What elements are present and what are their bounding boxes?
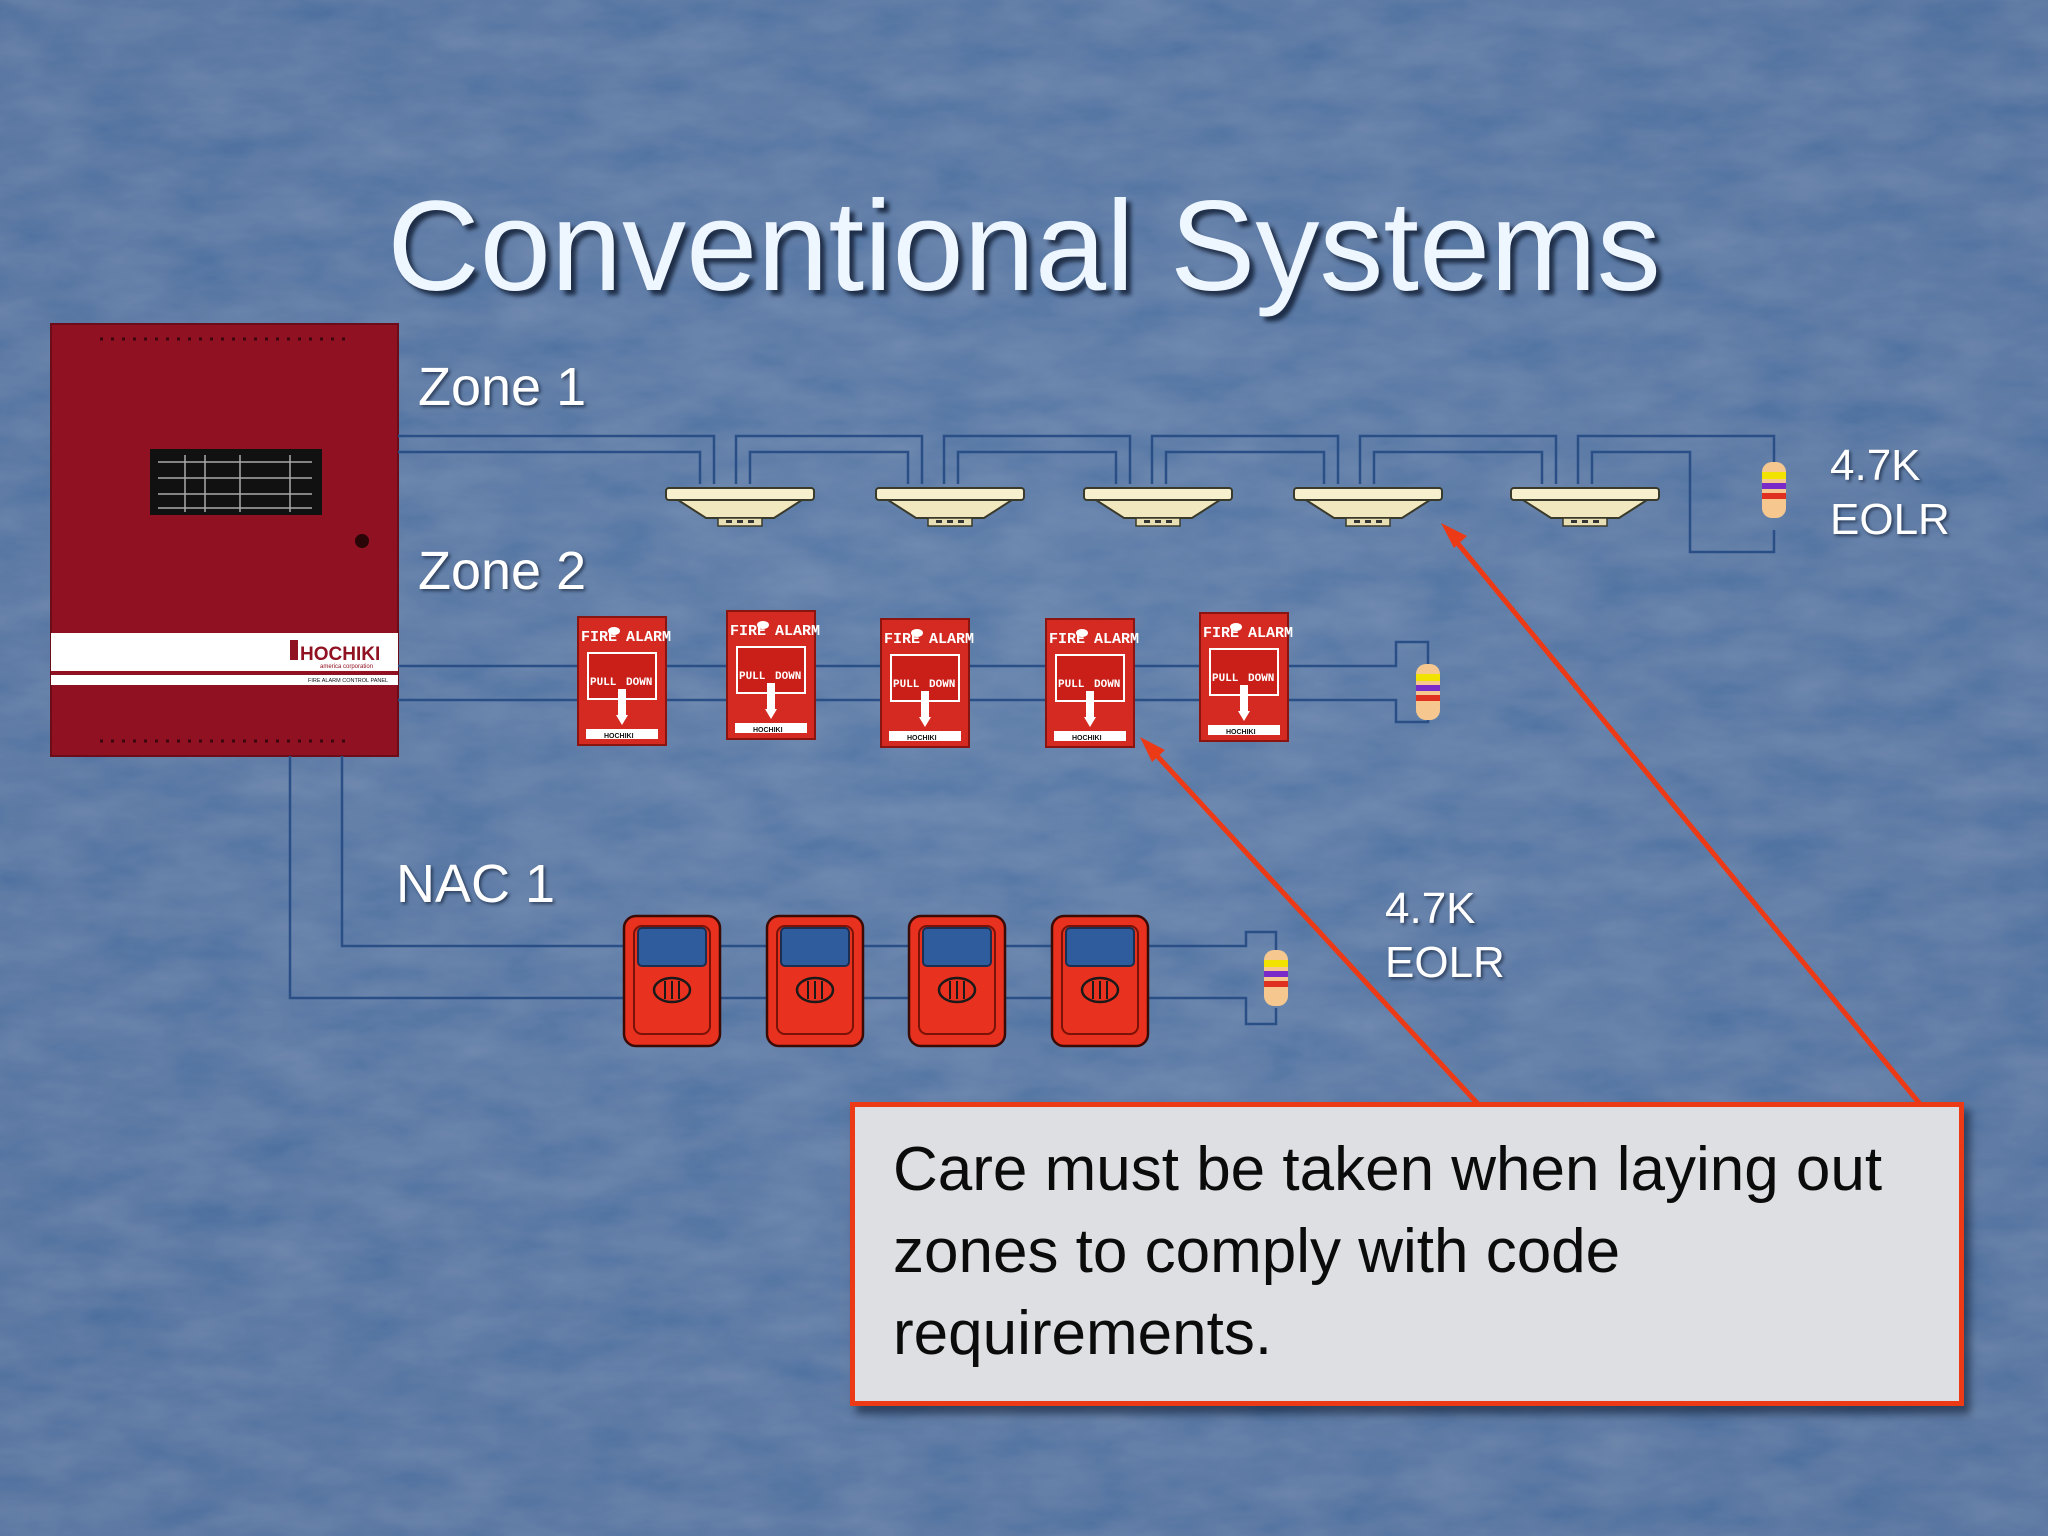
- arrow-icon: [1441, 523, 1922, 1106]
- smoke-detector-icon: [1510, 487, 1660, 527]
- zone2-label: Zone 2: [418, 541, 587, 601]
- svg-text:PULL: PULL: [893, 679, 920, 691]
- pull-station-icon: FIRE ALARM PULL DOWN HOCHIKI: [880, 618, 974, 748]
- resistor-icon: [1416, 664, 1440, 720]
- eolr-value: 4.7K: [1830, 441, 1921, 490]
- svg-text:HOCHIKI: HOCHIKI: [1072, 735, 1102, 742]
- horn-strobe-icon: [1050, 914, 1150, 1048]
- svg-text:FIRE: FIRE: [1203, 625, 1239, 642]
- svg-text:ALARM: ALARM: [929, 631, 974, 648]
- smoke-detector-icon: [665, 487, 815, 527]
- pull-station-icon: FIRE ALARM PULL DOWN HOCHIKI: [1199, 612, 1293, 742]
- eolr-nac: 4.7K EOLR: [1385, 882, 1505, 990]
- svg-text:HOCHIKI: HOCHIKI: [300, 644, 380, 665]
- svg-text:FIRE: FIRE: [884, 631, 920, 648]
- svg-text:DOWN: DOWN: [1094, 679, 1120, 691]
- eolr-unit: EOLR: [1385, 938, 1505, 987]
- svg-text:PULL: PULL: [590, 677, 617, 689]
- svg-text:DOWN: DOWN: [626, 677, 652, 689]
- nac-label: NAC 1: [396, 854, 556, 914]
- svg-text:PULL: PULL: [739, 671, 766, 683]
- svg-text:ALARM: ALARM: [1248, 625, 1293, 642]
- svg-text:DOWN: DOWN: [1248, 673, 1274, 685]
- smoke-detector-icon: [875, 487, 1025, 527]
- svg-text:america corporation: america corporation: [320, 664, 373, 670]
- pull-station-icon: FIRE ALARM PULL DOWN HOCHIKI: [577, 616, 671, 746]
- resistor-icon: [1762, 462, 1786, 518]
- zone1-wiring: [398, 434, 1776, 554]
- svg-text:FIRE: FIRE: [730, 623, 766, 640]
- arrow-icon: [1140, 737, 1480, 1106]
- callout-box: Care must be taken when laying out zones…: [850, 1102, 1964, 1406]
- horn-strobes: [622, 914, 1150, 1048]
- eolr-unit: EOLR: [1830, 495, 1950, 544]
- eolr-value: 4.7K: [1385, 884, 1476, 933]
- svg-text:ALARM: ALARM: [775, 623, 820, 640]
- svg-text:PULL: PULL: [1058, 679, 1085, 691]
- control-panel-icon: HOCHIKI america corporation FIRE ALARM C…: [50, 323, 399, 757]
- svg-text:FIRE: FIRE: [581, 629, 617, 646]
- smoke-detector-icon: [1293, 487, 1443, 527]
- smoke-detector-icon: [1083, 487, 1233, 527]
- resistor-icon: [1264, 950, 1288, 1006]
- svg-text:PULL: PULL: [1212, 673, 1239, 685]
- svg-text:HOCHIKI: HOCHIKI: [604, 733, 634, 740]
- svg-text:ALARM: ALARM: [1094, 631, 1139, 648]
- page-title: Conventional Systems: [387, 175, 1661, 318]
- eolr-zone1: 4.7K EOLR: [1830, 439, 1950, 547]
- svg-text:HOCHIKI: HOCHIKI: [1226, 729, 1256, 736]
- pull-station-icon: FIRE ALARM PULL DOWN HOCHIKI: [726, 610, 820, 740]
- svg-text:HOCHIKI: HOCHIKI: [753, 727, 783, 734]
- svg-text:FIRE ALARM CONTROL PANEL: FIRE ALARM CONTROL PANEL: [308, 678, 388, 684]
- zone1-label: Zone 1: [418, 357, 587, 417]
- pull-station-icon: FIRE ALARM PULL DOWN HOCHIKI: [1045, 618, 1139, 748]
- svg-text:DOWN: DOWN: [775, 671, 801, 683]
- svg-text:FIRE: FIRE: [1049, 631, 1085, 648]
- svg-text:HOCHIKI: HOCHIKI: [907, 735, 937, 742]
- nac-wiring: [288, 756, 1278, 1026]
- horn-strobe-icon: [765, 914, 865, 1048]
- svg-text:ALARM: ALARM: [626, 629, 671, 646]
- svg-text:DOWN: DOWN: [929, 679, 955, 691]
- horn-strobe-icon: [907, 914, 1007, 1048]
- horn-strobe-icon: [622, 914, 722, 1048]
- pull-stations: FIRE ALARM PULL DOWN HOCHIKI FIRE ALARM PULL DOW…: [577, 610, 1293, 748]
- callout-text: Care must be taken when laying out zones…: [893, 1135, 1883, 1368]
